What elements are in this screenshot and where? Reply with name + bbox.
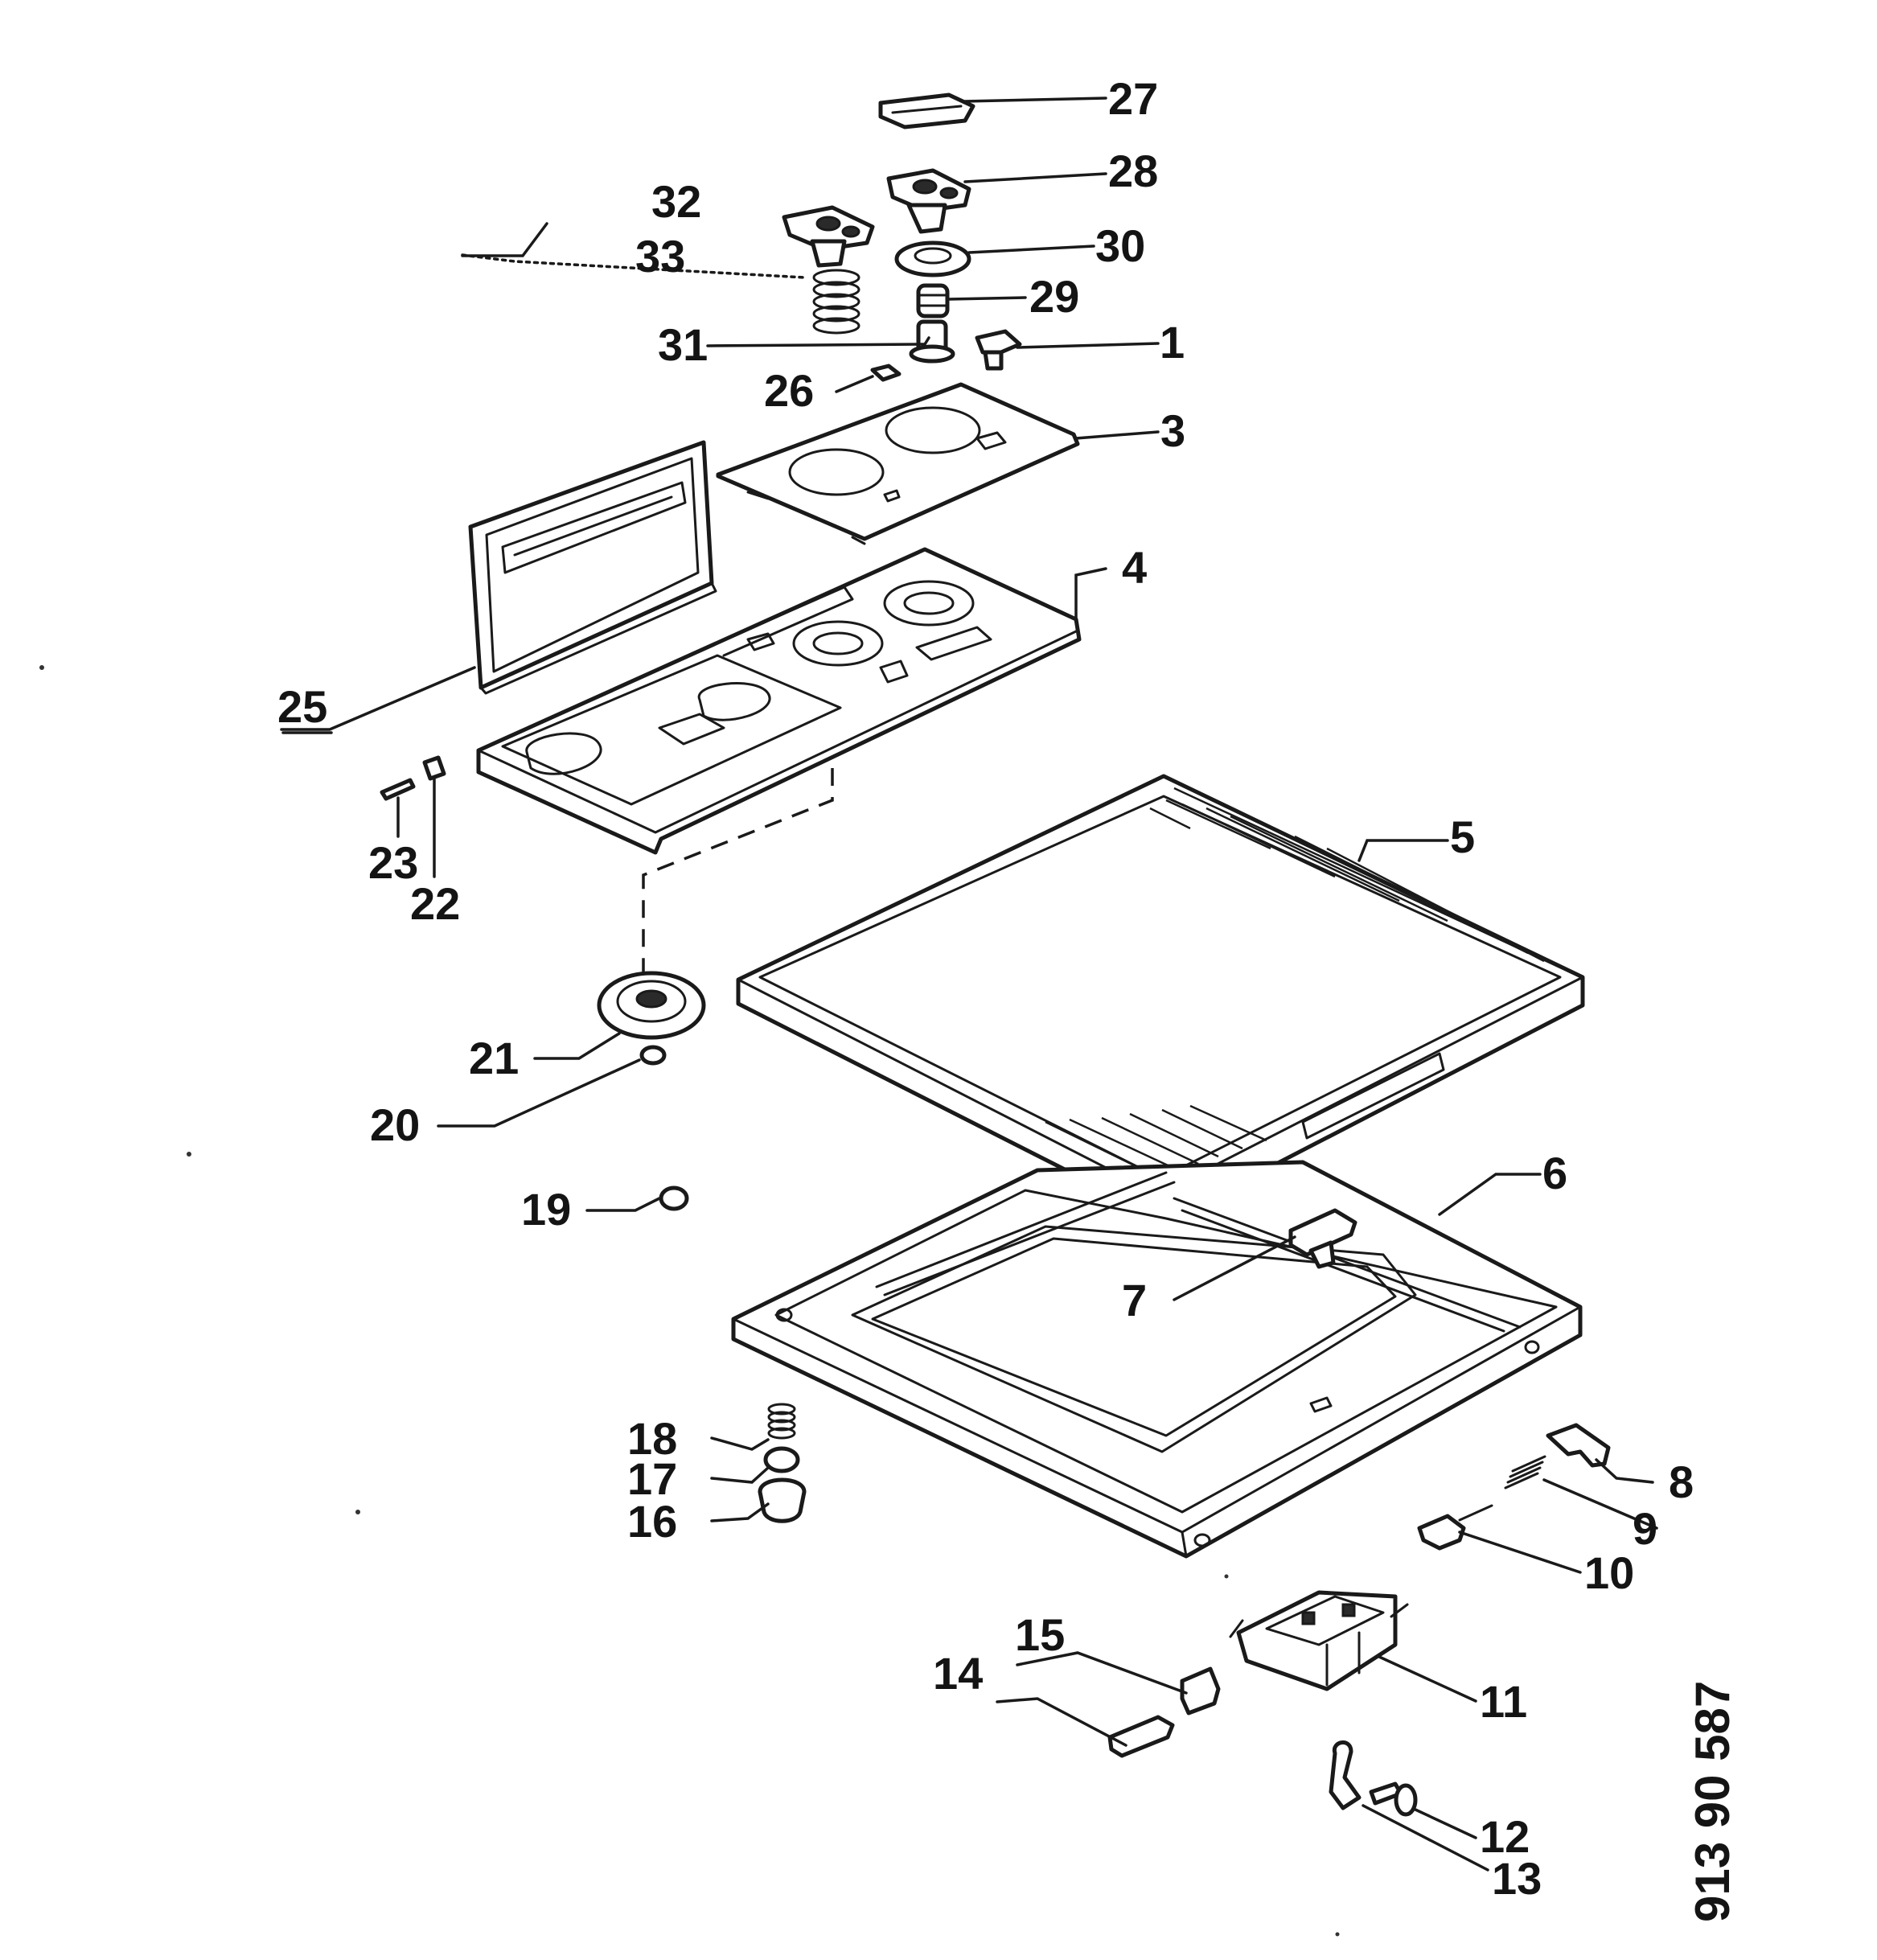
part-30-ring xyxy=(894,240,971,277)
label-20: 20 xyxy=(370,1099,420,1150)
part-18-spring xyxy=(767,1403,796,1440)
part-21-dial-plate xyxy=(597,971,706,1040)
part-20-small-cap xyxy=(639,1045,667,1066)
label-19: 19 xyxy=(521,1184,571,1235)
part-labels: 27 28 32 33 30 29 31 1 26 3 4 25 23 22 5… xyxy=(277,73,1694,1904)
label-17: 17 xyxy=(627,1453,677,1504)
part-7-latch-bracket xyxy=(1288,1208,1357,1269)
part-22-bushing xyxy=(422,755,446,781)
part-23-pin xyxy=(380,778,416,801)
part-19-nut xyxy=(659,1185,689,1211)
part-26-insert xyxy=(870,364,902,382)
label-29: 29 xyxy=(1029,271,1079,322)
label-23: 23 xyxy=(368,837,418,888)
part-9-spring xyxy=(1504,1455,1546,1490)
part-16-foot xyxy=(758,1477,807,1523)
part-8-catch xyxy=(1546,1423,1611,1468)
part-6-base-frame xyxy=(731,1160,1583,1559)
part-28-knob-housing xyxy=(886,168,971,234)
part-13-lever xyxy=(1329,1740,1362,1810)
label-10: 10 xyxy=(1584,1547,1634,1598)
label-18: 18 xyxy=(627,1413,677,1464)
alignment-dashed-line xyxy=(642,768,834,973)
label-15: 15 xyxy=(1015,1609,1065,1660)
part-32-knob-housing xyxy=(782,205,875,268)
label-4: 4 xyxy=(1122,542,1147,593)
label-6: 6 xyxy=(1542,1148,1567,1198)
label-16: 16 xyxy=(627,1496,677,1547)
part-31-shaft xyxy=(909,319,955,364)
label-5: 5 xyxy=(1450,812,1475,862)
glass-lid-shading xyxy=(1045,787,1573,1180)
label-32: 32 xyxy=(651,176,701,227)
part-25-door-panel xyxy=(468,440,717,695)
label-14: 14 xyxy=(933,1648,983,1699)
label-22: 22 xyxy=(410,878,460,929)
part-4-control-panel xyxy=(476,547,1082,855)
label-31: 31 xyxy=(658,319,708,370)
part-15-hinge-plate xyxy=(1180,1666,1221,1716)
label-9: 9 xyxy=(1633,1503,1657,1554)
label-1: 1 xyxy=(1160,317,1185,368)
label-8: 8 xyxy=(1669,1457,1694,1507)
part-17-washer xyxy=(763,1446,800,1473)
drawing-code: 913 90 587 xyxy=(1686,1681,1739,1922)
leader-lines xyxy=(280,97,1658,1872)
part-3-cover-plate xyxy=(716,382,1080,545)
part-29-small-spring xyxy=(916,283,950,318)
label-3: 3 xyxy=(1160,405,1185,456)
label-27: 27 xyxy=(1108,73,1158,124)
label-25: 25 xyxy=(277,681,327,732)
label-30: 30 xyxy=(1095,220,1145,271)
label-11: 11 xyxy=(1480,1676,1527,1727)
part-10-pin xyxy=(1417,1504,1493,1551)
label-7: 7 xyxy=(1122,1275,1147,1325)
part-12-bolt xyxy=(1369,1781,1418,1817)
label-26: 26 xyxy=(764,365,814,416)
part-27-cap xyxy=(878,92,975,129)
label-28: 28 xyxy=(1108,146,1158,196)
label-21: 21 xyxy=(469,1033,519,1083)
part-11-lock-mechanism xyxy=(1229,1590,1409,1691)
part-14-hinge-arm xyxy=(1107,1715,1175,1758)
part-1-clip xyxy=(975,329,1022,371)
label-33: 33 xyxy=(635,231,685,281)
label-13: 13 xyxy=(1492,1853,1542,1904)
part-33-spring xyxy=(812,269,860,335)
scan-specks xyxy=(39,665,1340,1937)
label-12: 12 xyxy=(1480,1811,1530,1862)
